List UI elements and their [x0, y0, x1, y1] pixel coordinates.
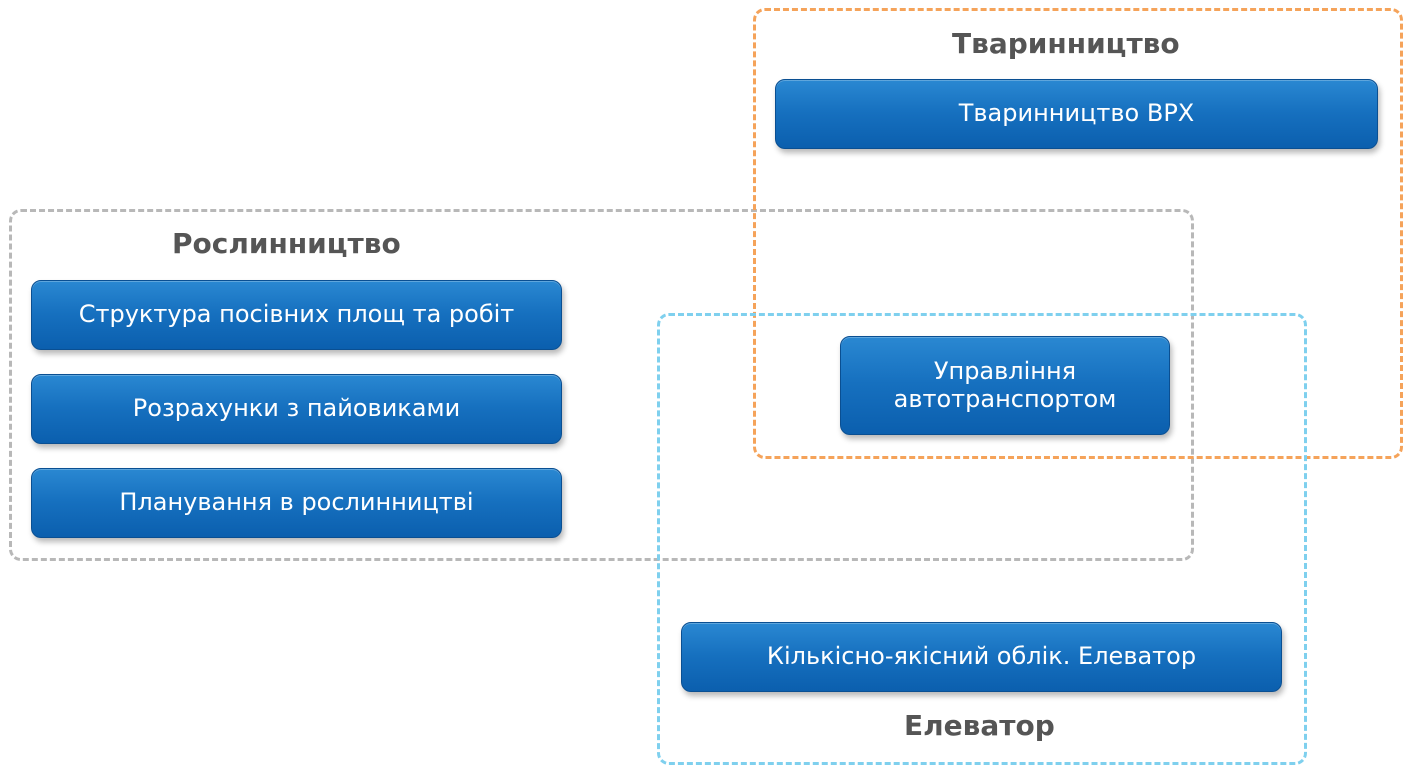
elevator-group-title: Елеватор — [904, 709, 1055, 742]
vehicles-module-label: Управління автотранспортом — [893, 356, 1117, 413]
crop-group-frame — [9, 209, 1194, 561]
animal-group-frame — [753, 8, 1403, 459]
shareholders-module-button[interactable]: Розрахунки з пайовиками — [31, 374, 562, 444]
shareholders-module-label: Розрахунки з пайовиками — [132, 394, 461, 423]
grain-accounting-module-button[interactable]: Кількісно-якісний облік. Елеватор — [681, 622, 1282, 692]
sowing-structure-module-button[interactable]: Структура посівних площ та робіт — [31, 280, 562, 350]
vehicles-module-button[interactable]: Управління автотранспортом — [840, 336, 1170, 435]
elevator-group-frame — [657, 313, 1307, 765]
crop-planning-module-button[interactable]: Планування в рослинництві — [31, 468, 562, 538]
cattle-module-label: Тваринництво ВРХ — [958, 99, 1195, 128]
grain-accounting-module-label: Кількісно-якісний облік. Елеватор — [766, 642, 1197, 671]
cattle-module-button[interactable]: Тваринництво ВРХ — [775, 79, 1378, 149]
crop-planning-module-label: Планування в рослинництві — [119, 488, 474, 517]
crop-group-title: Рослинництво — [172, 227, 401, 260]
sowing-structure-module-label: Структура посівних площ та робіт — [78, 300, 515, 329]
animal-group-title: Тваринництво — [952, 27, 1180, 60]
